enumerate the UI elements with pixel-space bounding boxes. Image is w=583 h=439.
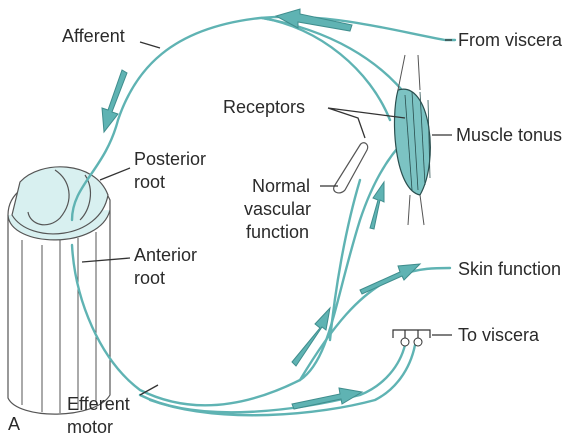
label-posterior-root-2: root bbox=[134, 172, 165, 192]
arrow-efferent-up bbox=[292, 308, 330, 366]
label-normal-vascular-3: function bbox=[246, 222, 309, 242]
panel-label: A bbox=[8, 414, 20, 434]
label-anterior-root-2: root bbox=[134, 268, 165, 288]
label-posterior-root-1: Posterior bbox=[134, 149, 206, 169]
label-efferent: Efferent bbox=[67, 394, 130, 414]
label-from-viscera: From viscera bbox=[458, 30, 563, 50]
leader-receptors bbox=[328, 108, 405, 138]
leader-posterior-root bbox=[100, 168, 130, 180]
label-anterior-root-1: Anterior bbox=[134, 245, 197, 265]
arrow-afferent-down bbox=[102, 70, 127, 132]
label-motor: motor bbox=[67, 417, 113, 437]
afferent-nerve-branch-muscle bbox=[262, 18, 410, 100]
label-afferent: Afferent bbox=[62, 26, 125, 46]
spinal-cord bbox=[8, 167, 110, 414]
viscera-terminal bbox=[393, 330, 430, 346]
label-skin-function: Skin function bbox=[458, 259, 561, 279]
label-muscle-tonus: Muscle tonus bbox=[456, 125, 562, 145]
arrow-skin-function bbox=[360, 264, 420, 294]
label-receptors: Receptors bbox=[223, 97, 305, 117]
efferent-nerve bbox=[72, 140, 405, 405]
muscle-tonus-illustration bbox=[394, 55, 430, 225]
label-normal-vascular-1: Normal bbox=[252, 176, 310, 196]
label-to-viscera: To viscera bbox=[458, 325, 540, 345]
label-normal-vascular-2: vascular bbox=[244, 199, 311, 219]
blood-vessel bbox=[334, 143, 368, 193]
leader-afferent bbox=[140, 42, 160, 48]
